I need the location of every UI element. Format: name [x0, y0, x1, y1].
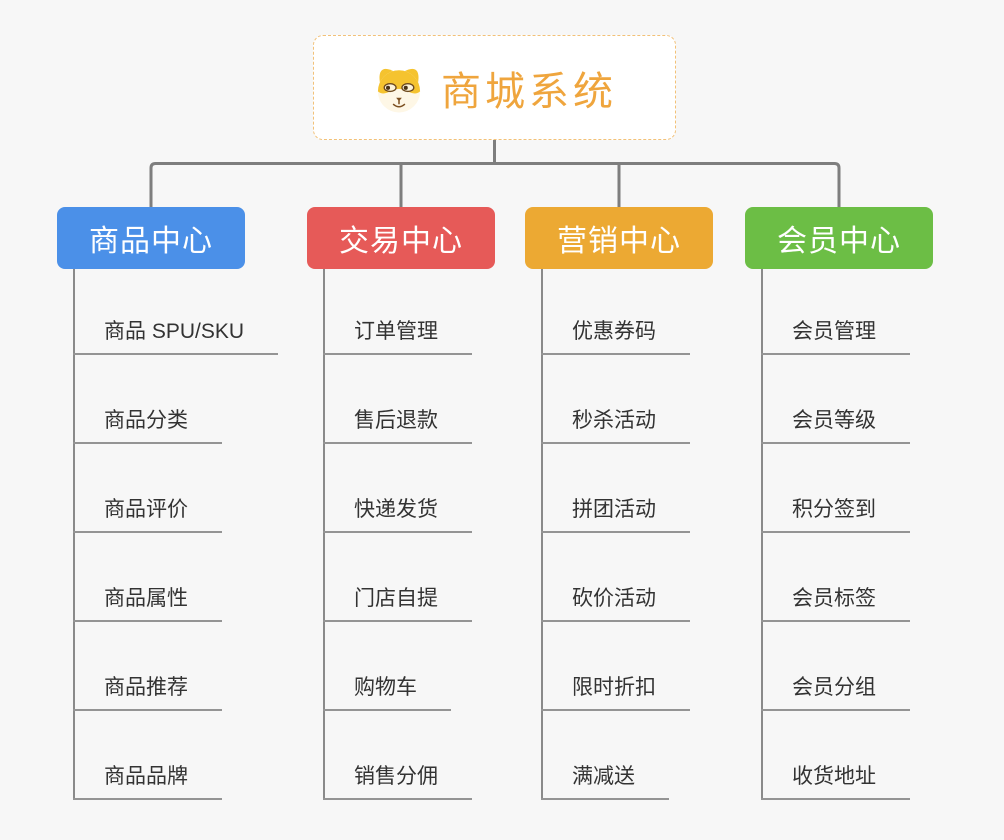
root-node[interactable]: 商城系统 — [313, 35, 676, 140]
leaf-node[interactable]: 商品评价 — [73, 496, 222, 533]
branch-marketing-children: 优惠券码 秒杀活动 拼团活动 砍价活动 限时折扣 满减送 — [541, 269, 781, 809]
leaf-node[interactable]: 商品推荐 — [73, 674, 222, 711]
leaf-node[interactable]: 限时折扣 — [541, 674, 690, 711]
leaf-node[interactable]: 会员等级 — [761, 407, 910, 444]
leaf-node[interactable]: 秒杀活动 — [541, 407, 690, 444]
leaf-node[interactable]: 购物车 — [323, 674, 451, 711]
leaf-node[interactable]: 满减送 — [541, 763, 669, 800]
branch-line — [541, 269, 543, 800]
leaf-node[interactable]: 商品分类 — [73, 407, 222, 444]
leaf-node[interactable]: 会员分组 — [761, 674, 910, 711]
leaf-node[interactable]: 积分签到 — [761, 496, 910, 533]
leaf-node[interactable]: 拼团活动 — [541, 496, 690, 533]
branch-member-center[interactable]: 会员中心 — [745, 207, 933, 269]
leaf-node[interactable]: 会员标签 — [761, 585, 910, 622]
branch-product-children: 商品 SPU/SKU 商品分类 商品评价 商品属性 商品推荐 商品品牌 — [73, 269, 313, 809]
leaf-node[interactable]: 商品 SPU/SKU — [73, 318, 279, 355]
leaf-node[interactable]: 订单管理 — [323, 318, 472, 355]
branch-trade-center[interactable]: 交易中心 — [307, 207, 495, 269]
doge-icon — [377, 68, 421, 112]
branch-trade-children: 订单管理 售后退款 快递发货 门店自提 购物车 销售分佣 — [323, 269, 563, 809]
leaf-node[interactable]: 快递发货 — [323, 496, 472, 533]
leaf-node[interactable]: 砍价活动 — [541, 585, 690, 622]
leaf-node[interactable]: 商品品牌 — [73, 763, 222, 800]
leaf-node[interactable]: 会员管理 — [761, 318, 910, 355]
leaf-node[interactable]: 商品属性 — [73, 585, 222, 622]
branch-line — [323, 269, 325, 800]
branch-product-center[interactable]: 商品中心 — [57, 207, 245, 269]
leaf-node[interactable]: 收货地址 — [761, 763, 910, 800]
root-title: 商城系统 — [441, 69, 617, 114]
branch-marketing-center[interactable]: 营销中心 — [525, 207, 713, 269]
branch-member-children: 会员管理 会员等级 积分签到 会员标签 会员分组 收货地址 — [761, 269, 1001, 809]
branch-line — [761, 269, 763, 800]
leaf-node[interactable]: 销售分佣 — [323, 763, 472, 800]
leaf-node[interactable]: 门店自提 — [323, 585, 472, 622]
leaf-node[interactable]: 售后退款 — [323, 407, 472, 444]
leaf-node[interactable]: 优惠券码 — [541, 318, 690, 355]
branch-line — [73, 269, 75, 800]
